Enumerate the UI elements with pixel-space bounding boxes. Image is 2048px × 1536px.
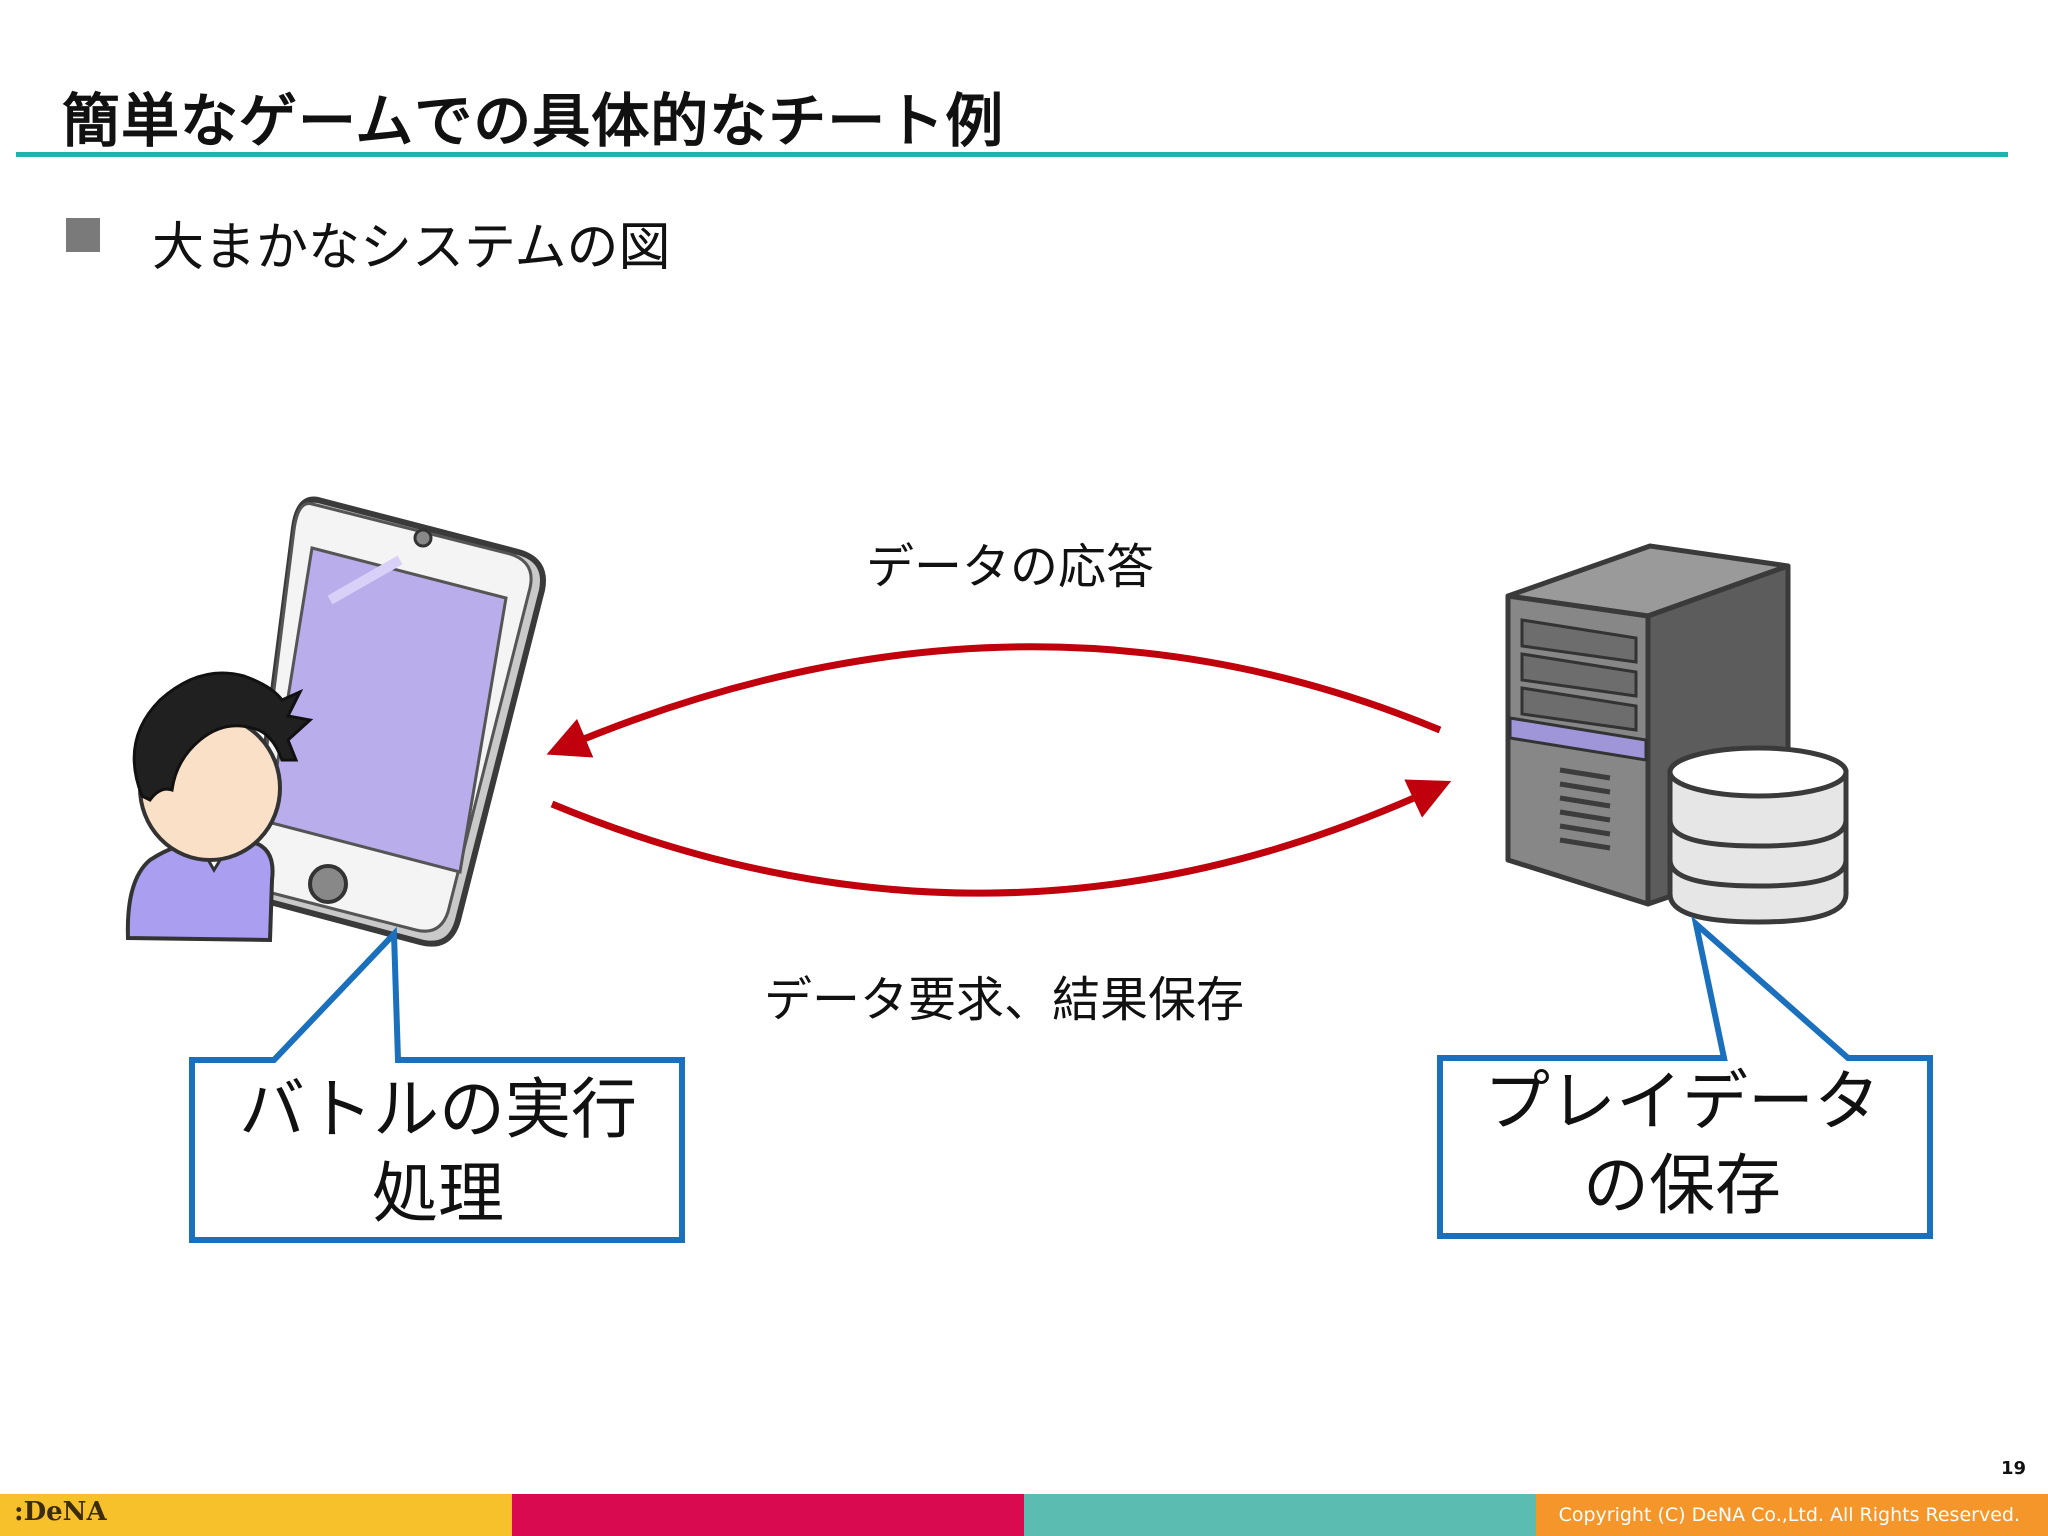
footer-band-orange bbox=[1536, 1494, 2048, 1536]
callout-save-text: プレイデータの保存 bbox=[1484, 1063, 1880, 1224]
footer-band-yellow bbox=[0, 1494, 512, 1536]
slide-title: 簡単なゲームでの具体的なチート例 bbox=[62, 87, 1005, 155]
bullet-square-icon bbox=[66, 218, 100, 252]
database-icon bbox=[1667, 745, 1849, 925]
bullet-text: 大まかなシステムの図 bbox=[152, 218, 671, 278]
response-label: データの応答 bbox=[866, 539, 1155, 595]
footer-bar: :DeNA Copyright (C) DeNA Co.,Ltd. All Ri… bbox=[0, 1494, 2048, 1536]
user-avatar-icon bbox=[125, 671, 314, 943]
footer-band-teal bbox=[1024, 1494, 1536, 1536]
callout-battle-text: バトルの実行処理 bbox=[239, 1071, 637, 1232]
footer-band-magenta bbox=[512, 1494, 1024, 1536]
smartphone-icon bbox=[246, 496, 546, 947]
title-underline bbox=[16, 152, 2008, 157]
callout-save-box bbox=[1437, 915, 1933, 1239]
dena-logo: :DeNA bbox=[14, 1497, 107, 1527]
page-number: 19 bbox=[2000, 1458, 2026, 1479]
response-arrow bbox=[546, 643, 1442, 758]
copyright-text: Copyright (C) DeNA Co.,Ltd. All Rights R… bbox=[1558, 1504, 2020, 1526]
callout-battle-box bbox=[189, 926, 685, 1243]
request-label: データ要求、結果保存 bbox=[764, 972, 1245, 1028]
request-arrow bbox=[550, 779, 1452, 897]
